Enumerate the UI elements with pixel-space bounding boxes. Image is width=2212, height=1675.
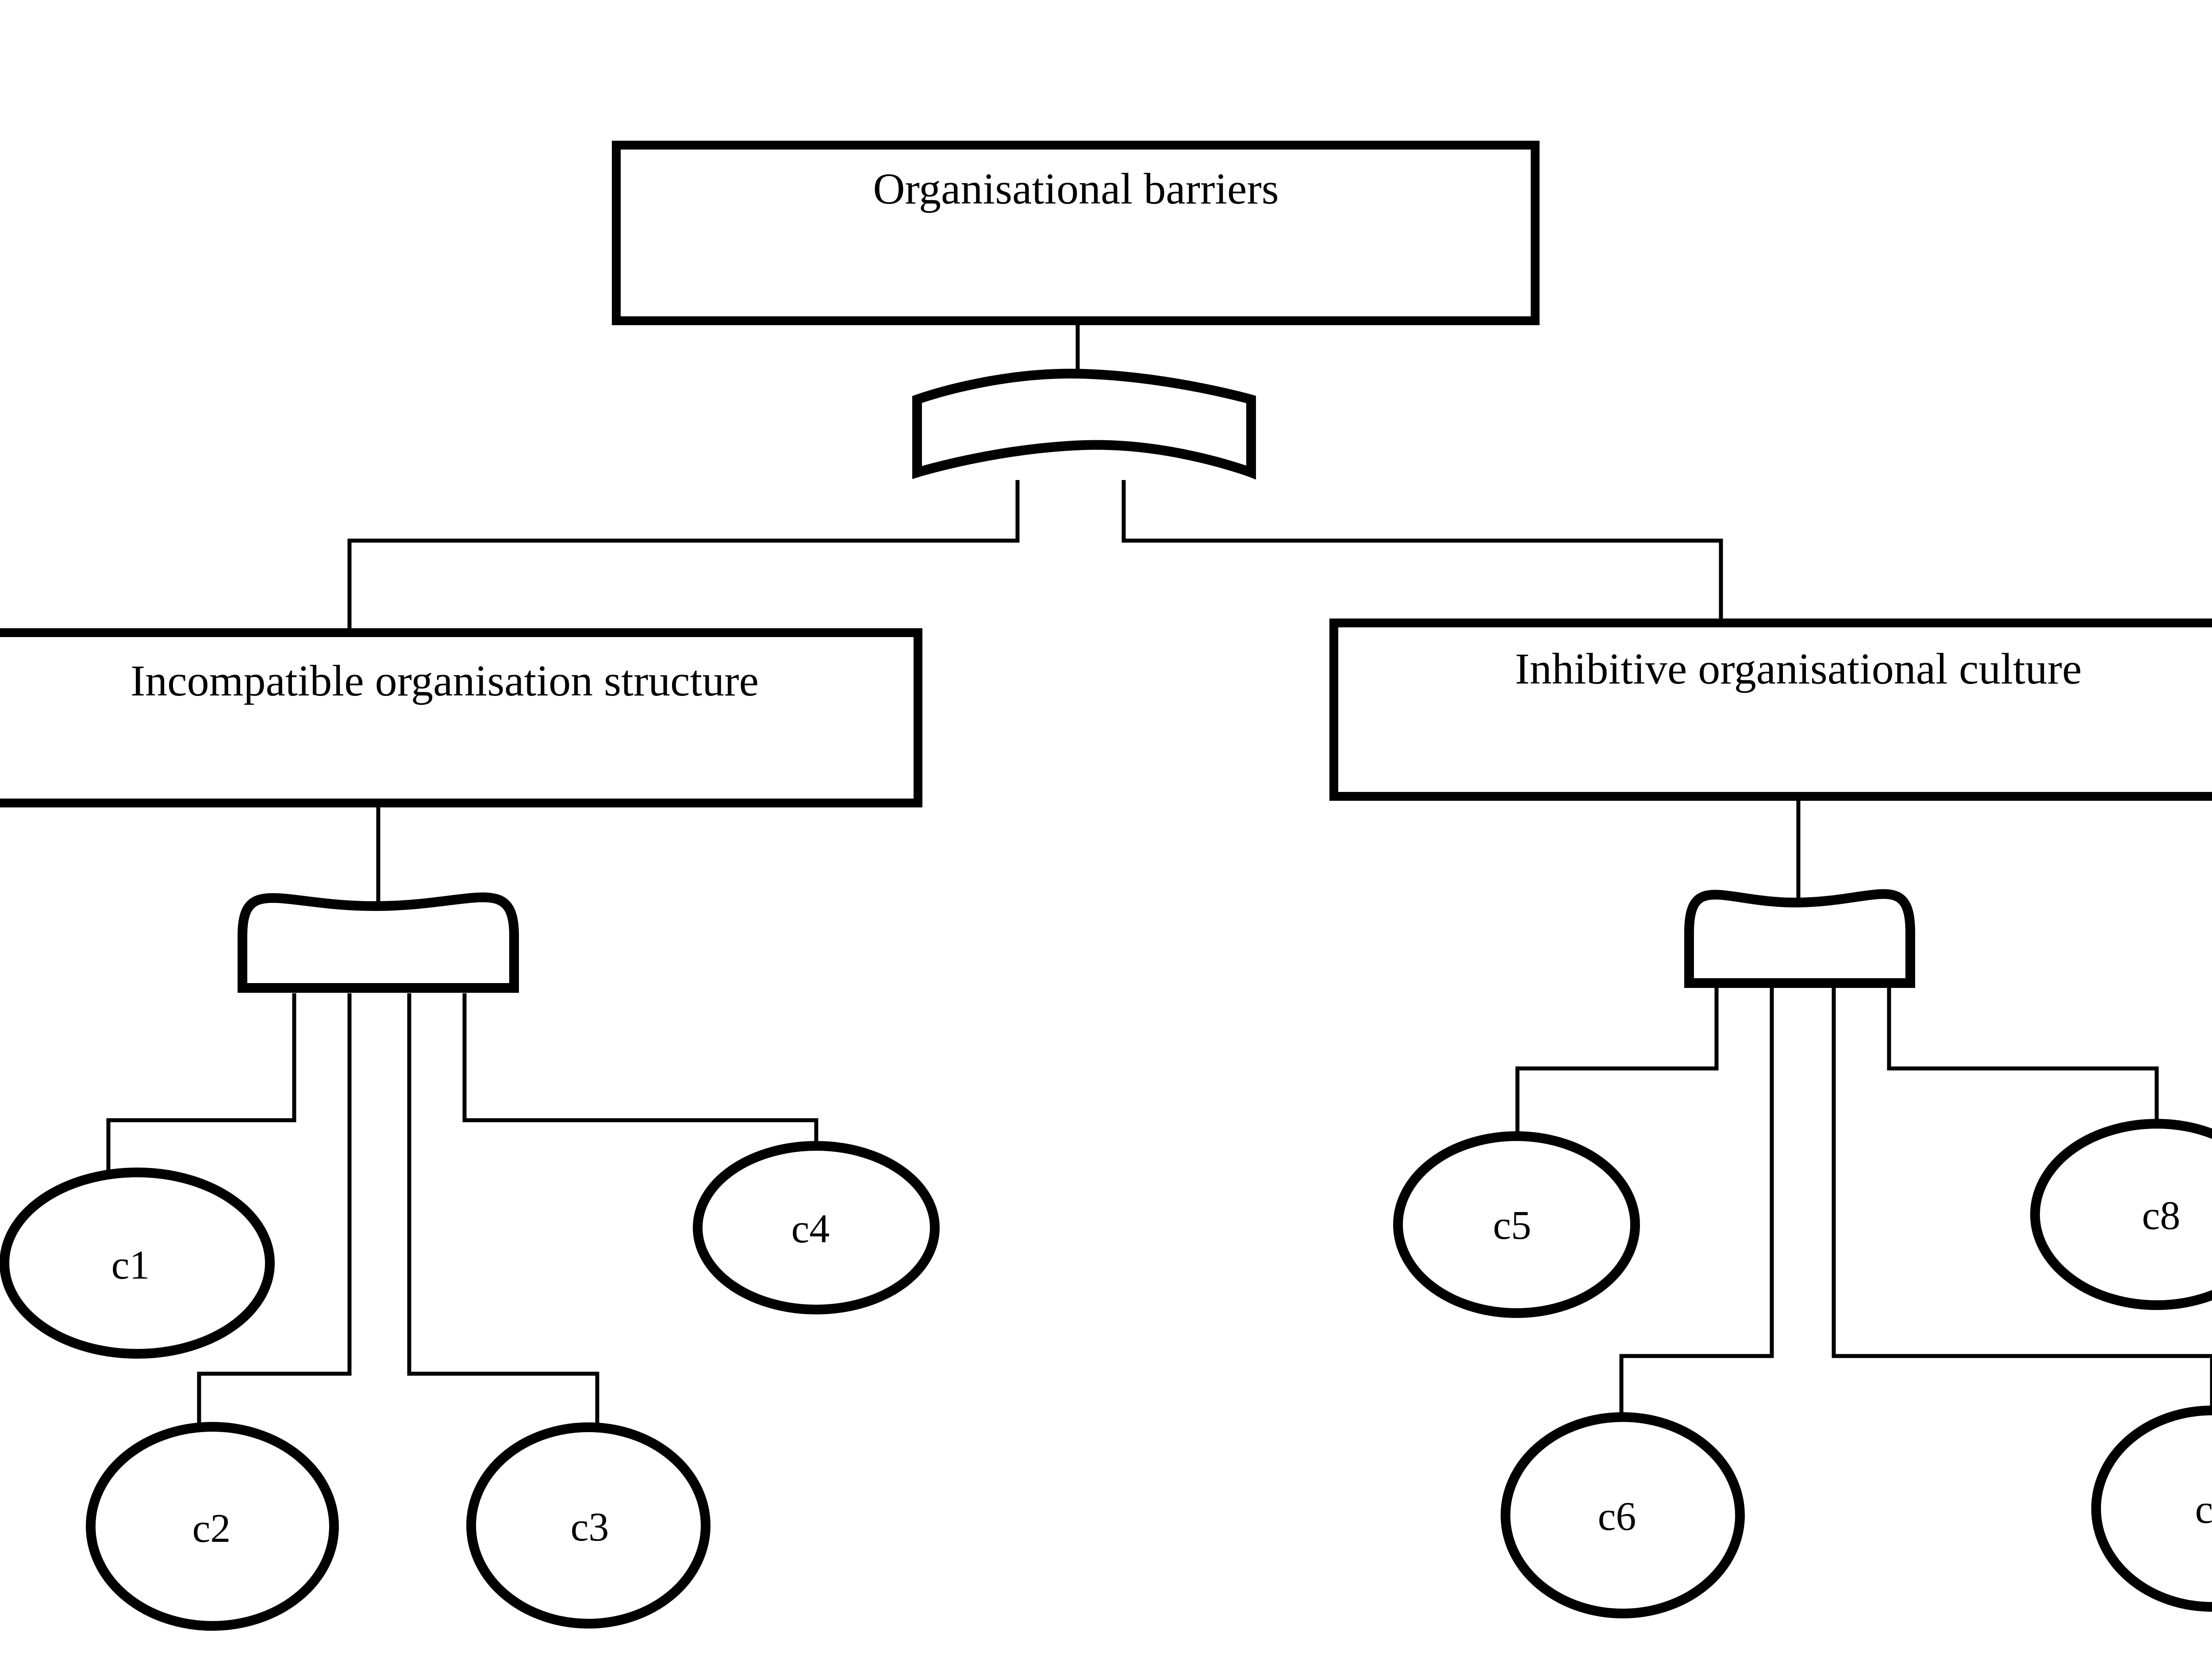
left-node-label: Incompatible organisation structure <box>131 656 759 705</box>
connector-gate-right-to-c8 <box>1887 987 2159 1124</box>
leaf-node-c5[interactable]: c5 <box>1393 1131 1640 1318</box>
connector-gate-right-to-c5 <box>1515 987 1719 1135</box>
right-node-rect <box>1329 619 2212 801</box>
right-node-label: Inhibitive organisational culture <box>1515 644 2081 693</box>
top-node-rect <box>612 141 1540 325</box>
c4-ellipse <box>693 1141 940 1314</box>
c4-label: c4 <box>791 1206 830 1251</box>
leaf-node-c1[interactable]: c1 <box>0 1168 275 1359</box>
top-node-label: Organisational barriers <box>873 164 1279 213</box>
connector-gate-left-to-c1 <box>106 993 296 1175</box>
leaf-node-c6[interactable]: c6 <box>1501 1412 1745 1618</box>
c8-label: c8 <box>2142 1193 2181 1238</box>
node-organisational-barriers[interactable]: Organisational barriers <box>612 141 1540 325</box>
node-inhibitive-organisational-culture[interactable]: Inhibitive organisational culture <box>1329 619 2212 801</box>
leaf-node-c4[interactable]: c4 <box>693 1141 940 1314</box>
c3-label: c3 <box>571 1504 609 1549</box>
connector-gate-right-to-c6 <box>1619 987 1774 1418</box>
connector-gate-right-to-c7 <box>1832 987 2212 1411</box>
left-node-rect <box>0 628 922 807</box>
gate-right-and-gate[interactable] <box>1684 889 1915 988</box>
connector-gate-left-to-c4 <box>462 993 818 1150</box>
c2-label: c2 <box>192 1506 231 1551</box>
connector-gate-top-to-right-box <box>1121 480 1723 619</box>
leaf-node-c7[interactable]: c7 <box>2091 1406 2212 1612</box>
connector-gate-left-to-c2 <box>197 993 352 1429</box>
leaf-node-c3[interactable]: c3 <box>466 1422 710 1629</box>
connector-gate-left-to-c3 <box>407 993 599 1429</box>
c6-ellipse <box>1501 1412 1745 1618</box>
connector-gate-top-to-left-box <box>347 480 1020 628</box>
c3-ellipse <box>466 1422 710 1629</box>
c5-ellipse <box>1393 1131 1640 1318</box>
node-incompatible-organisation-structure[interactable]: Incompatible organisation structure <box>0 628 922 807</box>
leaf-node-c8[interactable]: c8 <box>2030 1119 2212 1310</box>
c2-ellipse <box>86 1422 339 1631</box>
c8-ellipse <box>2030 1119 2212 1310</box>
c1-ellipse <box>0 1168 275 1359</box>
c6-label: c6 <box>1598 1494 1636 1539</box>
gate-top-or-gate[interactable] <box>912 369 1256 480</box>
c7-label: c7 <box>2195 1487 2212 1532</box>
gate-left-and-gate[interactable] <box>238 892 519 993</box>
c1-label: c1 <box>111 1242 150 1287</box>
c7-ellipse <box>2091 1406 2212 1612</box>
leaf-node-c2[interactable]: c2 <box>86 1422 339 1631</box>
c5-label: c5 <box>1493 1202 1532 1248</box>
